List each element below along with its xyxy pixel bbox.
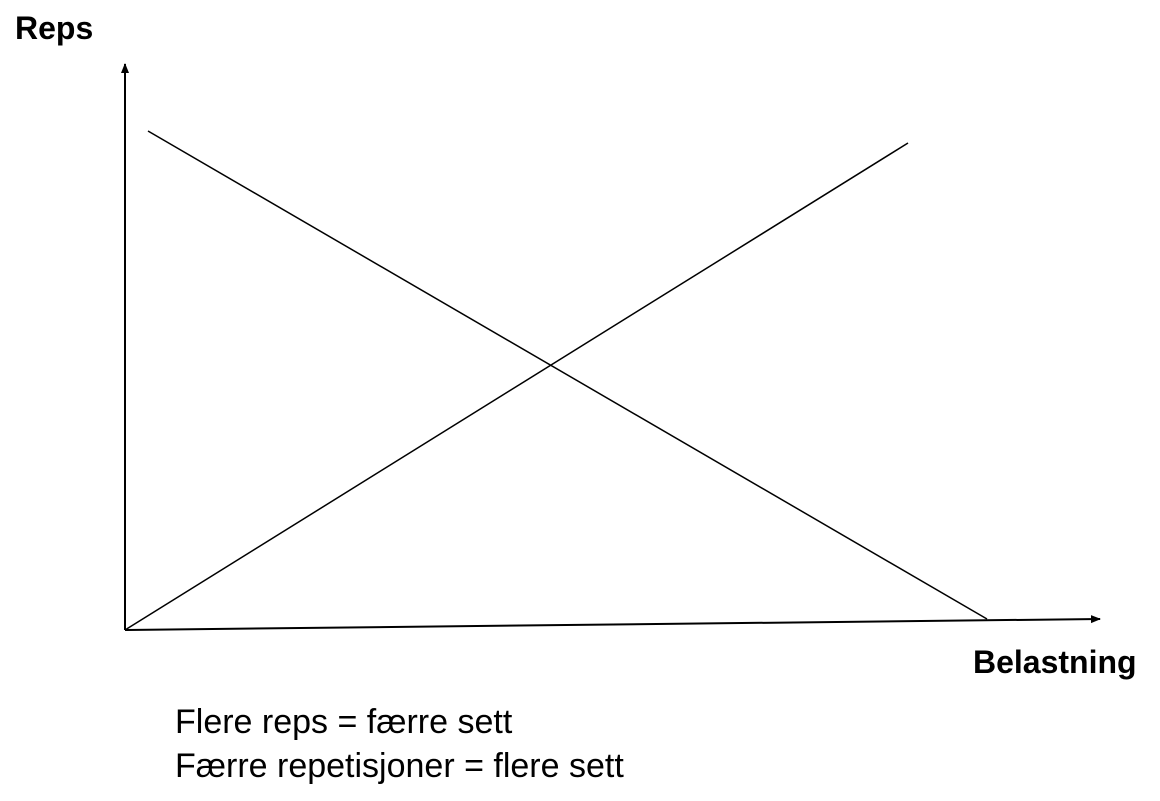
caption: Flere reps = færre sett Færre repetisjon…	[175, 700, 624, 788]
descending-line	[147, 130, 988, 620]
x-axis-label: Belastning	[973, 644, 1137, 680]
x-axis	[124, 615, 1101, 631]
y-axis-label: Reps	[15, 10, 94, 46]
ascending-line	[124, 142, 909, 631]
caption-line-1: Flere reps = færre sett	[175, 703, 513, 741]
caption-line-2: Færre repetisjoner = flere sett	[175, 747, 624, 785]
